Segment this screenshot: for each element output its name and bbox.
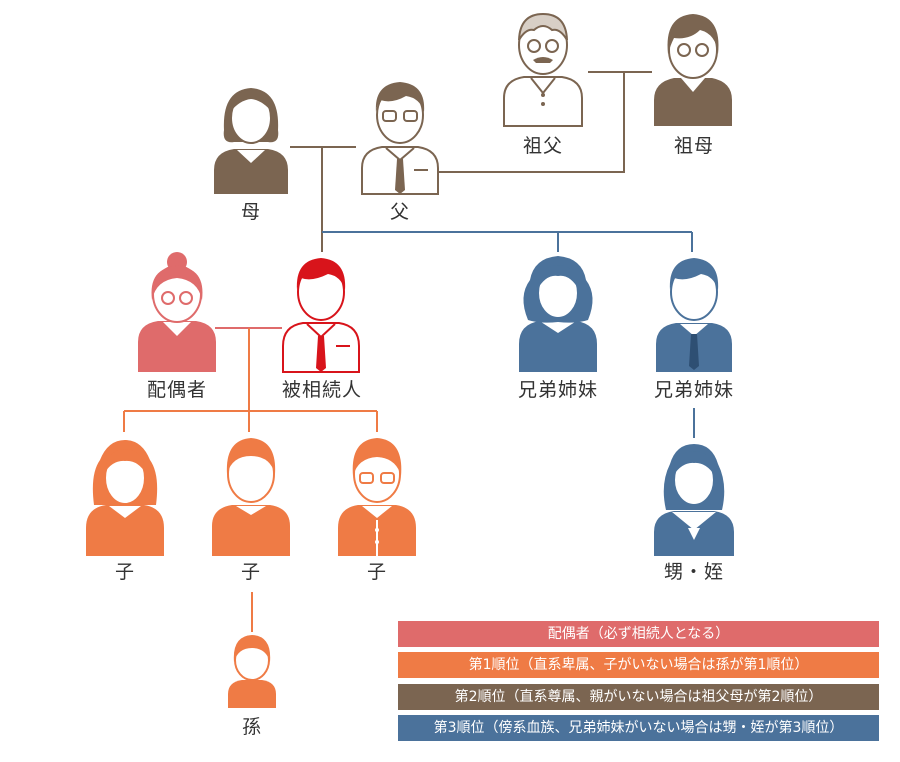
legend-rank3: 第3順位（傍系血族、兄弟姉妹がいない場合は甥・姪が第3順位） <box>398 715 879 741</box>
legend-rank1-text: 第1順位（直系卑属、子がいない場合は孫が第1順位） <box>398 652 879 678</box>
nephew-niece-figure <box>654 444 734 556</box>
child-1-label: 子 <box>115 563 135 582</box>
grandmother-label: 祖母 <box>674 137 714 156</box>
child-3-label: 子 <box>367 563 387 582</box>
nephew-niece-label: 甥・姪 <box>664 563 724 582</box>
child-3-figure <box>338 438 416 556</box>
deceased-figure <box>283 258 359 372</box>
child-2-figure <box>212 438 290 556</box>
child-2-label: 子 <box>241 563 261 582</box>
deceased-label: 被相続人 <box>282 381 362 400</box>
sibling-1-label: 兄弟姉妹 <box>518 381 598 400</box>
father-label: 父 <box>390 203 410 222</box>
child-1-figure <box>86 440 164 556</box>
spouse-label: 配偶者 <box>147 381 207 400</box>
legend-rank1: 第1順位（直系卑属、子がいない場合は孫が第1順位） <box>398 652 879 678</box>
sibling-1-figure <box>519 256 597 372</box>
grandmother-figure <box>654 14 732 126</box>
sibling-2-label: 兄弟姉妹 <box>654 381 734 400</box>
legend-rank3-text: 第3順位（傍系血族、兄弟姉妹がいない場合は甥・姪が第3順位） <box>398 715 879 741</box>
spouse-figure <box>138 252 216 372</box>
grandchild-label: 孫 <box>242 718 262 737</box>
grandchild-figure <box>228 635 276 708</box>
legend-spouse-text: 配偶者（必ず相続人となる） <box>398 621 879 647</box>
mother-label: 母 <box>241 203 261 222</box>
legend-rank2: 第2順位（直系尊属、親がいない場合は祖父母が第2順位） <box>398 684 879 710</box>
grandfather-label: 祖父 <box>523 137 563 156</box>
legend-rank2-text: 第2順位（直系尊属、親がいない場合は祖父母が第2順位） <box>398 684 879 710</box>
father-figure <box>362 82 438 194</box>
legend-spouse: 配偶者（必ず相続人となる） <box>398 621 879 647</box>
grandfather-figure <box>504 14 582 126</box>
sibling-2-figure <box>656 258 732 372</box>
mother-figure <box>214 88 288 194</box>
